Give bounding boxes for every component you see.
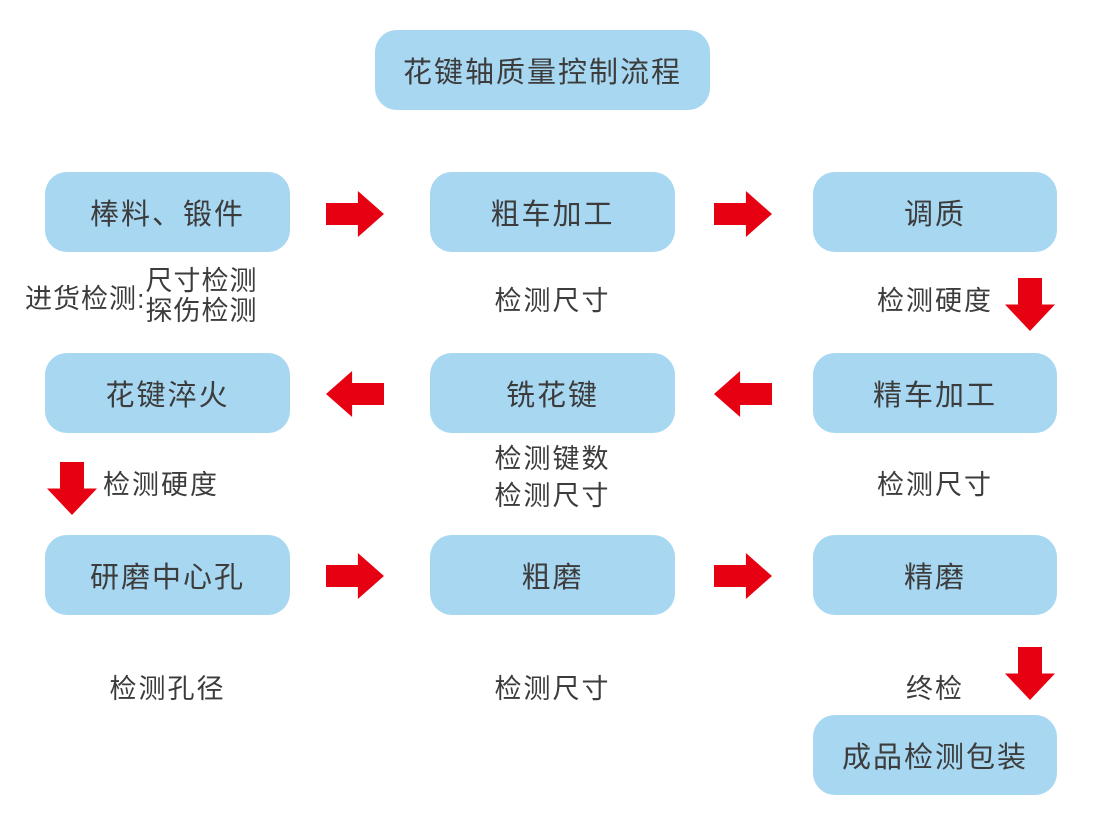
step-tempering: 调质 xyxy=(813,172,1057,252)
arrow-right-icon xyxy=(714,553,772,599)
step-center-hole-grinding-label: 研磨中心孔 xyxy=(89,562,245,594)
step-bar-stock: 棒料、锻件 xyxy=(45,172,290,252)
arrow-left-icon xyxy=(326,371,384,417)
step-fine-grinding-label: 精磨 xyxy=(903,562,966,594)
arrow-right-icon xyxy=(326,191,384,237)
step-center-hole-grinding: 研磨中心孔 xyxy=(45,535,290,615)
step-rough-grinding: 粗磨 xyxy=(430,535,675,615)
step-spline-quenching-label: 花键淬火 xyxy=(105,380,230,412)
flowchart-title: 花键轴质量控制流程 xyxy=(402,57,682,89)
caption-after-spline-milling-line1: 检测键数 xyxy=(494,444,611,474)
step-tempering-label: 调质 xyxy=(903,199,966,231)
arrow-right-icon xyxy=(326,553,384,599)
flowchart-title-box: 花键轴质量控制流程 xyxy=(375,30,710,110)
caption-after-center-hole-grinding: 检测孔径 xyxy=(109,674,226,704)
caption-incoming-label: 进货检测: xyxy=(25,283,146,314)
step-spline-milling: 铣花键 xyxy=(430,353,675,433)
step-fine-grinding: 精磨 xyxy=(813,535,1057,615)
caption-final-inspection: 终检 xyxy=(906,674,964,704)
caption-after-rough-turning: 检测尺寸 xyxy=(494,286,611,316)
arrow-down-icon xyxy=(47,462,97,515)
caption-incoming-item2: 探伤检测 xyxy=(145,296,258,326)
caption-after-tempering: 检测硬度 xyxy=(877,286,993,316)
caption-after-spline-milling-line2: 检测尺寸 xyxy=(494,481,611,511)
step-spline-quenching: 花键淬火 xyxy=(45,353,290,433)
step-final-packaging-label: 成品检测包装 xyxy=(841,742,1028,774)
caption-after-finish-turning: 检测尺寸 xyxy=(877,470,993,500)
caption-after-spline-milling: 检测键数 检测尺寸 xyxy=(430,441,675,515)
caption-incoming-item1: 尺寸检测 xyxy=(145,266,258,296)
step-rough-grinding-label: 粗磨 xyxy=(521,562,584,594)
caption-after-rough-grinding: 检测尺寸 xyxy=(494,674,611,704)
arrow-left-icon xyxy=(714,371,772,417)
step-final-packaging: 成品检测包装 xyxy=(813,715,1057,795)
step-spline-milling-label: 铣花键 xyxy=(505,380,599,412)
caption-incoming-items: 尺寸检测 探伤检测 xyxy=(146,266,258,326)
step-bar-stock-label: 棒料、锻件 xyxy=(89,199,245,231)
arrow-right-icon xyxy=(714,191,772,237)
step-rough-turning-label: 粗车加工 xyxy=(490,199,615,231)
caption-after-spline-quenching: 检测硬度 xyxy=(103,470,219,500)
step-finish-turning-label: 精车加工 xyxy=(872,380,997,412)
step-rough-turning: 粗车加工 xyxy=(430,172,675,252)
caption-incoming-inspection: 进货检测: 尺寸检测 探伤检测 xyxy=(25,266,258,326)
step-finish-turning: 精车加工 xyxy=(813,353,1057,433)
